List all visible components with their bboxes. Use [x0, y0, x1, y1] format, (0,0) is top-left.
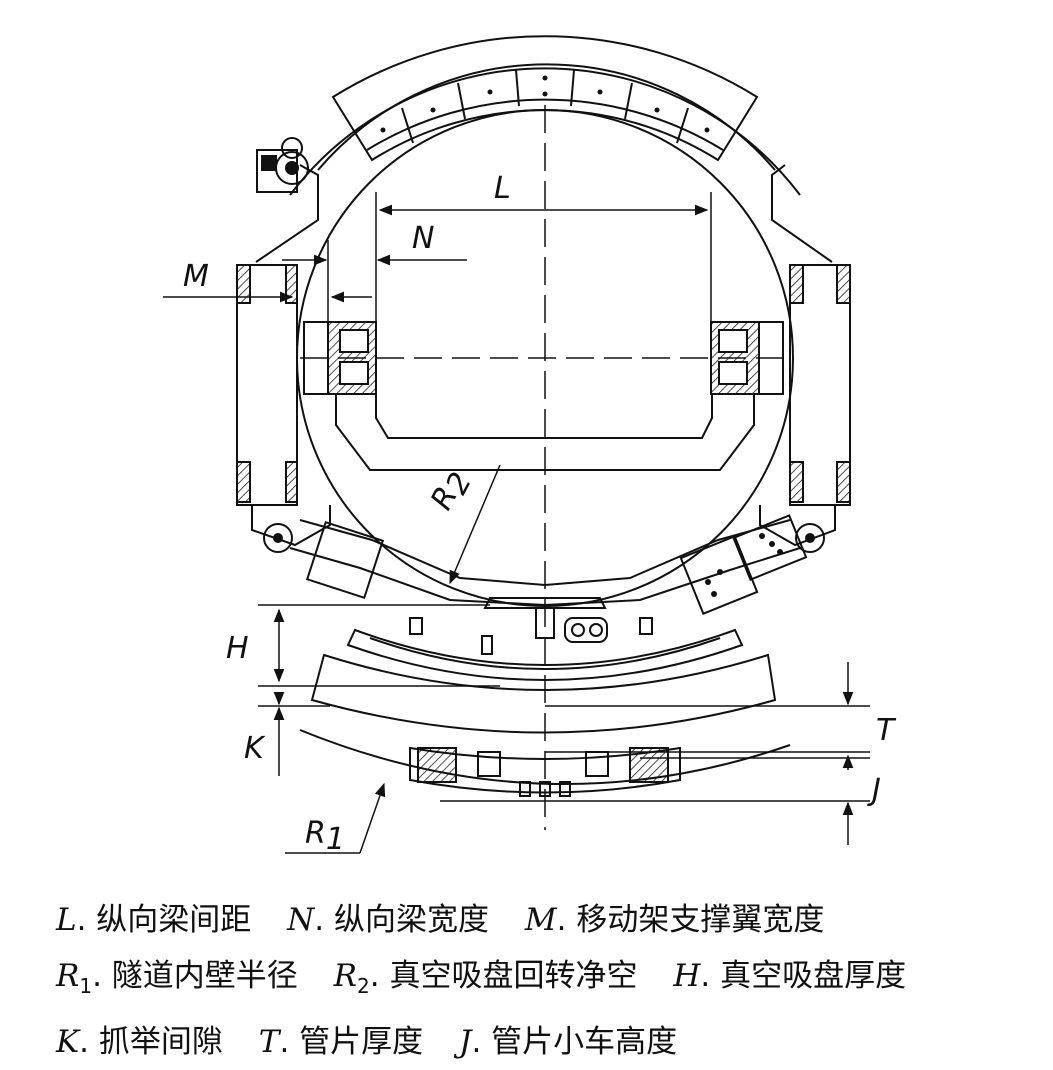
legend-item-J: J. 管片小车高度 — [459, 1024, 678, 1061]
legend-item-N: N. 纵向梁宽度 — [287, 902, 490, 938]
dim-R1 — [285, 782, 386, 854]
left-movable-frame — [236, 164, 331, 553]
label-T: T — [876, 713, 897, 748]
legend-item-K: K. 抓举间隙 — [56, 1024, 223, 1061]
segment-erector-drawing: L N M R2 H K T J — [163, 35, 897, 857]
upper-lining-segment — [331, 35, 759, 162]
legend-item-M: M. 移动架支撑翼宽度 — [524, 902, 825, 938]
label-N: N — [412, 221, 434, 256]
legend-item-H: H. 真空吸盘厚度 — [673, 958, 907, 994]
cross-beam — [335, 395, 755, 471]
label-R2: R2 — [424, 464, 479, 519]
legend-item-T: T. 管片厚度 — [258, 1024, 424, 1061]
label-H: H — [226, 631, 249, 666]
dim-N — [282, 240, 467, 322]
label-J: J — [867, 773, 881, 808]
dim-K — [258, 691, 330, 776]
label-R1: R1 — [305, 816, 345, 857]
lifting-motor — [256, 137, 309, 193]
vacuum-pad-arm — [289, 514, 808, 639]
right-movable-frame — [759, 164, 851, 553]
dim-R2 — [449, 464, 501, 585]
tunnel-inner-wall-arc — [299, 729, 791, 785]
label-M: M — [183, 259, 209, 294]
dim-J — [440, 754, 870, 845]
dim-H — [258, 604, 500, 687]
tunnel-segment — [310, 653, 777, 734]
vacuum-pad — [346, 617, 744, 681]
left-longitudinal-beam — [303, 321, 377, 395]
legend-item-R1: R1. 隧道内壁半径 — [56, 958, 298, 999]
legend-item-L: L. 纵向梁间距 — [56, 902, 252, 938]
label-K: K — [244, 731, 266, 766]
centerlines — [300, 105, 790, 830]
dim-T — [545, 662, 870, 753]
right-longitudinal-beam — [710, 321, 784, 395]
legend-item-R2: R2. 真空吸盘回转净空 — [333, 958, 638, 999]
dim-L — [375, 192, 712, 322]
caption-legend: L. 纵向梁间距 N. 纵向梁宽度 M. 移动架支撑翼宽度 R1. 隧道内壁半径… — [56, 892, 1036, 1070]
label-L: L — [494, 171, 511, 206]
